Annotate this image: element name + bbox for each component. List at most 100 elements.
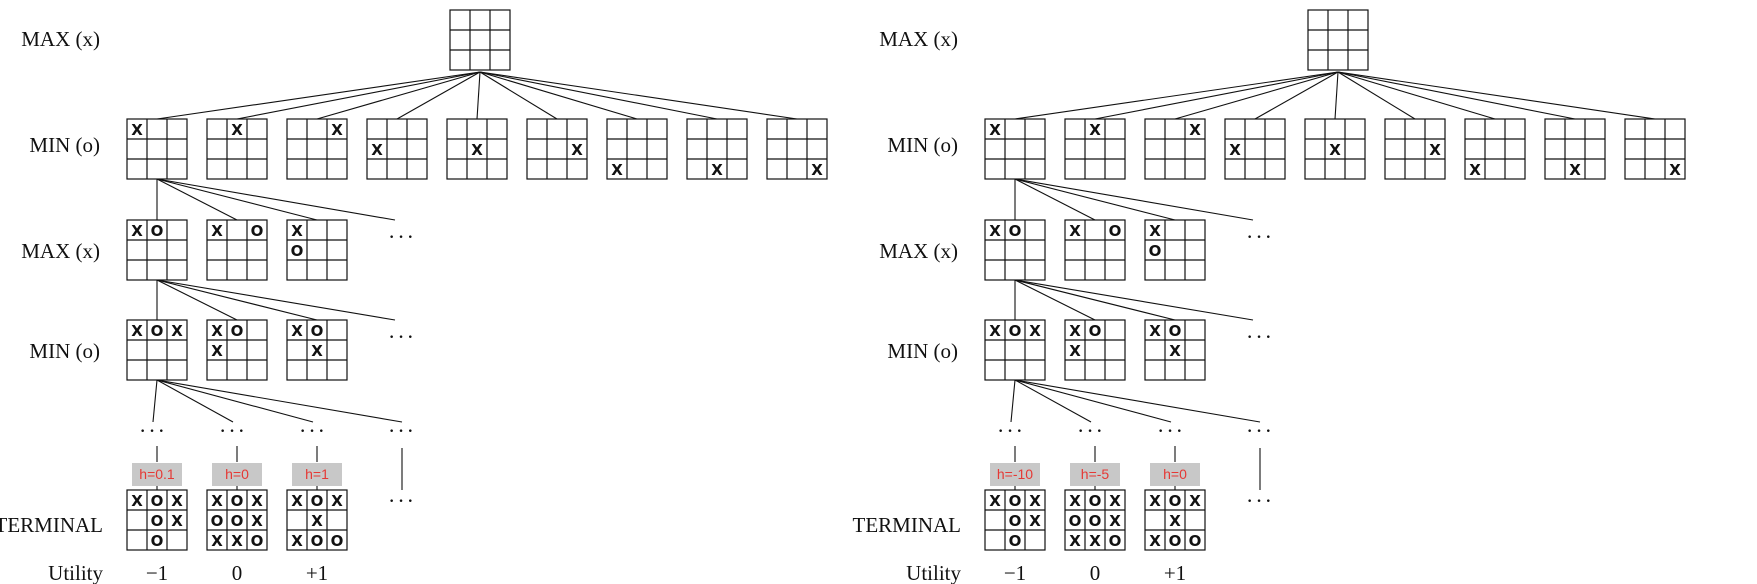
min-board: X <box>206 118 268 180</box>
tree-edge <box>156 178 318 221</box>
o-mark: O <box>1009 532 1022 550</box>
x-mark: X <box>131 322 143 340</box>
tree-edge <box>156 379 403 423</box>
board-frame <box>1064 319 1126 381</box>
o-mark: O <box>151 512 164 530</box>
x-mark: X <box>311 342 323 360</box>
min-board: X <box>984 118 1046 180</box>
o-mark: O <box>1089 512 1102 530</box>
o-mark: O <box>151 532 164 550</box>
heuristic-value: h=-10 <box>997 466 1033 482</box>
level-label: MAX (x) <box>879 239 958 263</box>
board-frame <box>1144 489 1206 551</box>
o-mark: O <box>251 222 264 240</box>
x-mark: X <box>1069 222 1081 240</box>
tree-edge <box>1014 178 1096 221</box>
board-frame <box>1064 489 1126 551</box>
o-mark: O <box>231 512 244 530</box>
x-mark: X <box>1029 322 1041 340</box>
x-mark: X <box>989 121 1001 139</box>
board-frame <box>526 118 588 180</box>
min-board: X <box>366 118 428 180</box>
level-label: MIN (o) <box>887 339 958 363</box>
board-frame <box>1224 118 1286 180</box>
heuristic-value: h=0 <box>1163 466 1187 482</box>
utility-label: Utility <box>48 561 103 584</box>
min-board: X <box>1144 118 1206 180</box>
tree-edge <box>1174 71 1339 120</box>
x-mark: X <box>1169 512 1181 530</box>
o-mark: O <box>231 322 244 340</box>
board-frame <box>1464 118 1526 180</box>
o-mark: O <box>1009 322 1022 340</box>
tree-edge <box>479 71 638 120</box>
board-frame <box>206 489 268 551</box>
board-frame <box>449 9 511 71</box>
x-mark: X <box>611 161 623 179</box>
tree-edge <box>1014 178 1254 221</box>
o-mark: O <box>1109 532 1122 550</box>
x-mark: X <box>371 141 383 159</box>
o-mark: O <box>251 532 264 550</box>
board-frame <box>286 489 348 551</box>
x-mark: X <box>171 492 183 510</box>
o-mark: O <box>331 532 344 550</box>
o-mark: O <box>311 322 324 340</box>
o-mark: O <box>151 492 164 510</box>
tree-edge <box>1337 71 1416 120</box>
tree-edge <box>156 71 481 120</box>
board-frame <box>984 489 1046 551</box>
board-frame <box>286 118 348 180</box>
o-mark: O <box>291 242 304 260</box>
x-mark: X <box>1149 322 1161 340</box>
tree-edge <box>1014 379 1172 423</box>
board-frame <box>1624 118 1686 180</box>
min-board: X <box>1224 118 1286 180</box>
ellipsis: ··· <box>1246 488 1274 513</box>
heuristic-box <box>1070 463 1120 486</box>
o-mark: O <box>1089 492 1102 510</box>
heuristic-value: h=1 <box>305 466 329 482</box>
x-mark: X <box>1429 141 1441 159</box>
utility-value: 0 <box>232 561 243 584</box>
x-mark: X <box>251 492 263 510</box>
tree-edge <box>396 71 481 120</box>
level-label: MIN (o) <box>29 133 100 157</box>
tree-edge <box>1094 71 1339 120</box>
tree-edge <box>479 71 558 120</box>
x-mark: X <box>1089 532 1101 550</box>
ellipsis: ··· <box>388 488 416 513</box>
o-mark: O <box>1009 222 1022 240</box>
tree-edge <box>1014 379 1092 423</box>
x-mark: X <box>291 222 303 240</box>
tree-edge <box>316 71 481 120</box>
tree-edge <box>156 178 238 221</box>
min-board: X <box>686 118 748 180</box>
tree-edge <box>236 71 481 120</box>
x-mark: X <box>1569 161 1581 179</box>
x-mark: X <box>471 141 483 159</box>
board-frame <box>1304 118 1366 180</box>
o-mark: O <box>1109 222 1122 240</box>
tree-edge <box>156 379 234 423</box>
board-frame <box>206 219 268 281</box>
panel-left: MAX (x)MIN (o)MAX (x)MIN (o)TERMINALUtil… <box>0 9 828 584</box>
ellipsis: ··· <box>219 418 247 443</box>
tree-edge <box>1334 71 1339 120</box>
utility-value: 0 <box>1090 561 1101 584</box>
tree-edge <box>1014 379 1261 423</box>
o-mark: O <box>1089 322 1102 340</box>
root-board <box>1307 9 1369 71</box>
x-mark: X <box>131 492 143 510</box>
ellipsis: ··· <box>388 418 416 443</box>
tree-edge <box>1337 71 1496 120</box>
o-mark: O <box>1149 242 1162 260</box>
